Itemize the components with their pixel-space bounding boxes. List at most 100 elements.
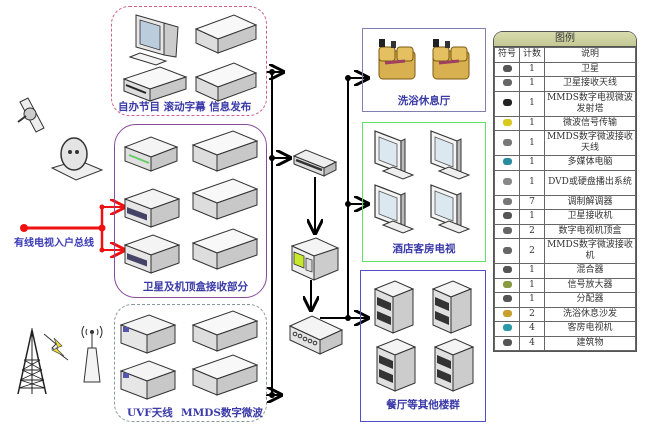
legend-count-cell: 1 <box>519 61 545 77</box>
mmds-receiver-icon <box>119 314 177 354</box>
distribution-line <box>320 75 368 321</box>
legend-count-cell: 4 <box>519 321 545 337</box>
modulator-icon <box>123 188 181 228</box>
legend-symbol-cell <box>494 223 520 239</box>
legend-symbol-cell <box>494 130 520 156</box>
legend-description-cell: 卫星 <box>544 61 636 77</box>
modulator-icon <box>502 197 512 205</box>
mixer-icon <box>292 149 338 177</box>
mmds-antenna-icon <box>502 138 512 146</box>
legend-count-cell: 1 <box>519 209 545 225</box>
self-program-group: 自办节目 滚动字幕 信息发布 <box>111 6 267 116</box>
restaurant-buildings-label: 餐厅等其他楼群 <box>386 399 460 411</box>
tv-icon <box>430 130 471 180</box>
legend-symbol-cell <box>494 76 520 92</box>
set-top-box-icon <box>191 178 259 220</box>
legend-symbol-cell <box>494 115 520 131</box>
tv-icon <box>430 184 471 234</box>
uvf-antenna-label: UVF天线 <box>127 407 173 419</box>
legend-count-cell: 1 <box>519 115 545 131</box>
legend-count-cell: 2 <box>519 306 545 322</box>
satellite-icon <box>502 64 512 72</box>
mixer-icon <box>502 266 512 274</box>
legend-symbol-cell <box>494 263 520 279</box>
legend-description-cell: MMDS数字微波接收机 <box>544 238 636 264</box>
splitter-icon <box>502 295 512 303</box>
legend-count-cell: 7 <box>519 194 545 210</box>
legend-count-cell: 1 <box>519 169 545 196</box>
dvd-player-icon <box>122 66 188 102</box>
dvd-player-icon <box>194 14 258 54</box>
mmds-microwave-label: MMDS数字微波 <box>181 407 263 419</box>
legend-description-cell: 信号放大器 <box>544 277 636 293</box>
legend-count-cell: 2 <box>519 223 545 239</box>
set-top-box-icon <box>191 130 259 172</box>
legend-count-cell: 1 <box>519 90 545 117</box>
tv-icon <box>502 324 512 332</box>
sofa-icon <box>432 39 470 80</box>
legend-header-description: 说明 <box>544 47 636 63</box>
set-top-box-icon <box>191 228 259 270</box>
legend-description-cell: 卫星接收天线 <box>544 76 636 92</box>
building-icon <box>433 338 475 392</box>
legend-header-count: 计数 <box>519 47 545 63</box>
legend-header-row: 符号 计数 说明 <box>494 47 636 63</box>
legend-description-cell: 数字电视机顶盒 <box>544 223 636 239</box>
legend-description-cell: 多媒体电脑 <box>544 155 636 171</box>
legend-description-cell: 卫星接收机 <box>544 209 636 225</box>
splitter-icon <box>288 315 344 355</box>
cable-input-line <box>20 205 124 253</box>
mmds-receiver-icon <box>502 246 512 254</box>
computer-icon <box>502 158 512 166</box>
dvd-player-icon <box>502 178 512 185</box>
restaurant-buildings-area: 餐厅等其他楼群 <box>360 270 486 422</box>
sofa-icon <box>502 309 512 317</box>
legend-count-cell: 1 <box>519 277 545 293</box>
hotel-room-tv-area: 酒店客房电视 <box>362 122 486 262</box>
computer-icon <box>128 14 179 66</box>
mmds-antenna-icon <box>81 325 103 383</box>
building-icon <box>373 280 415 334</box>
legend-description-cell: MMDS数字微波接收天线 <box>544 130 636 156</box>
microwave-group: UVF天线 MMDS数字微波 <box>114 304 267 422</box>
building-icon <box>431 280 473 334</box>
satellite-icon <box>17 97 45 133</box>
legend-count-cell: 4 <box>519 335 545 351</box>
legend-count-cell: 1 <box>519 263 545 279</box>
legend-description-cell: 调制解调器 <box>544 194 636 210</box>
legend-count-cell: 1 <box>519 155 545 171</box>
legend-symbol-cell <box>494 335 520 351</box>
tv-icon <box>374 130 415 180</box>
set-top-box-icon <box>191 354 259 396</box>
satellite-receiver-icon <box>502 212 512 220</box>
legend-symbol-cell <box>494 306 520 322</box>
legend-description-cell: 客房电视机 <box>544 321 636 337</box>
set-top-box-icon <box>191 310 259 352</box>
legend-count-cell: 1 <box>519 76 545 92</box>
legend-symbol-cell <box>494 321 520 337</box>
building-icon <box>502 338 512 346</box>
legend-description-cell: 洗浴休息沙发 <box>544 306 636 322</box>
lightning-icon <box>502 118 512 126</box>
dvd-player-icon <box>194 62 258 102</box>
amplifier-icon <box>502 280 512 288</box>
legend-symbol-cell <box>494 90 520 117</box>
legend-count-cell: 2 <box>519 238 545 264</box>
legend-symbol-cell <box>494 209 520 225</box>
legend-description-cell: 混合器 <box>544 263 636 279</box>
